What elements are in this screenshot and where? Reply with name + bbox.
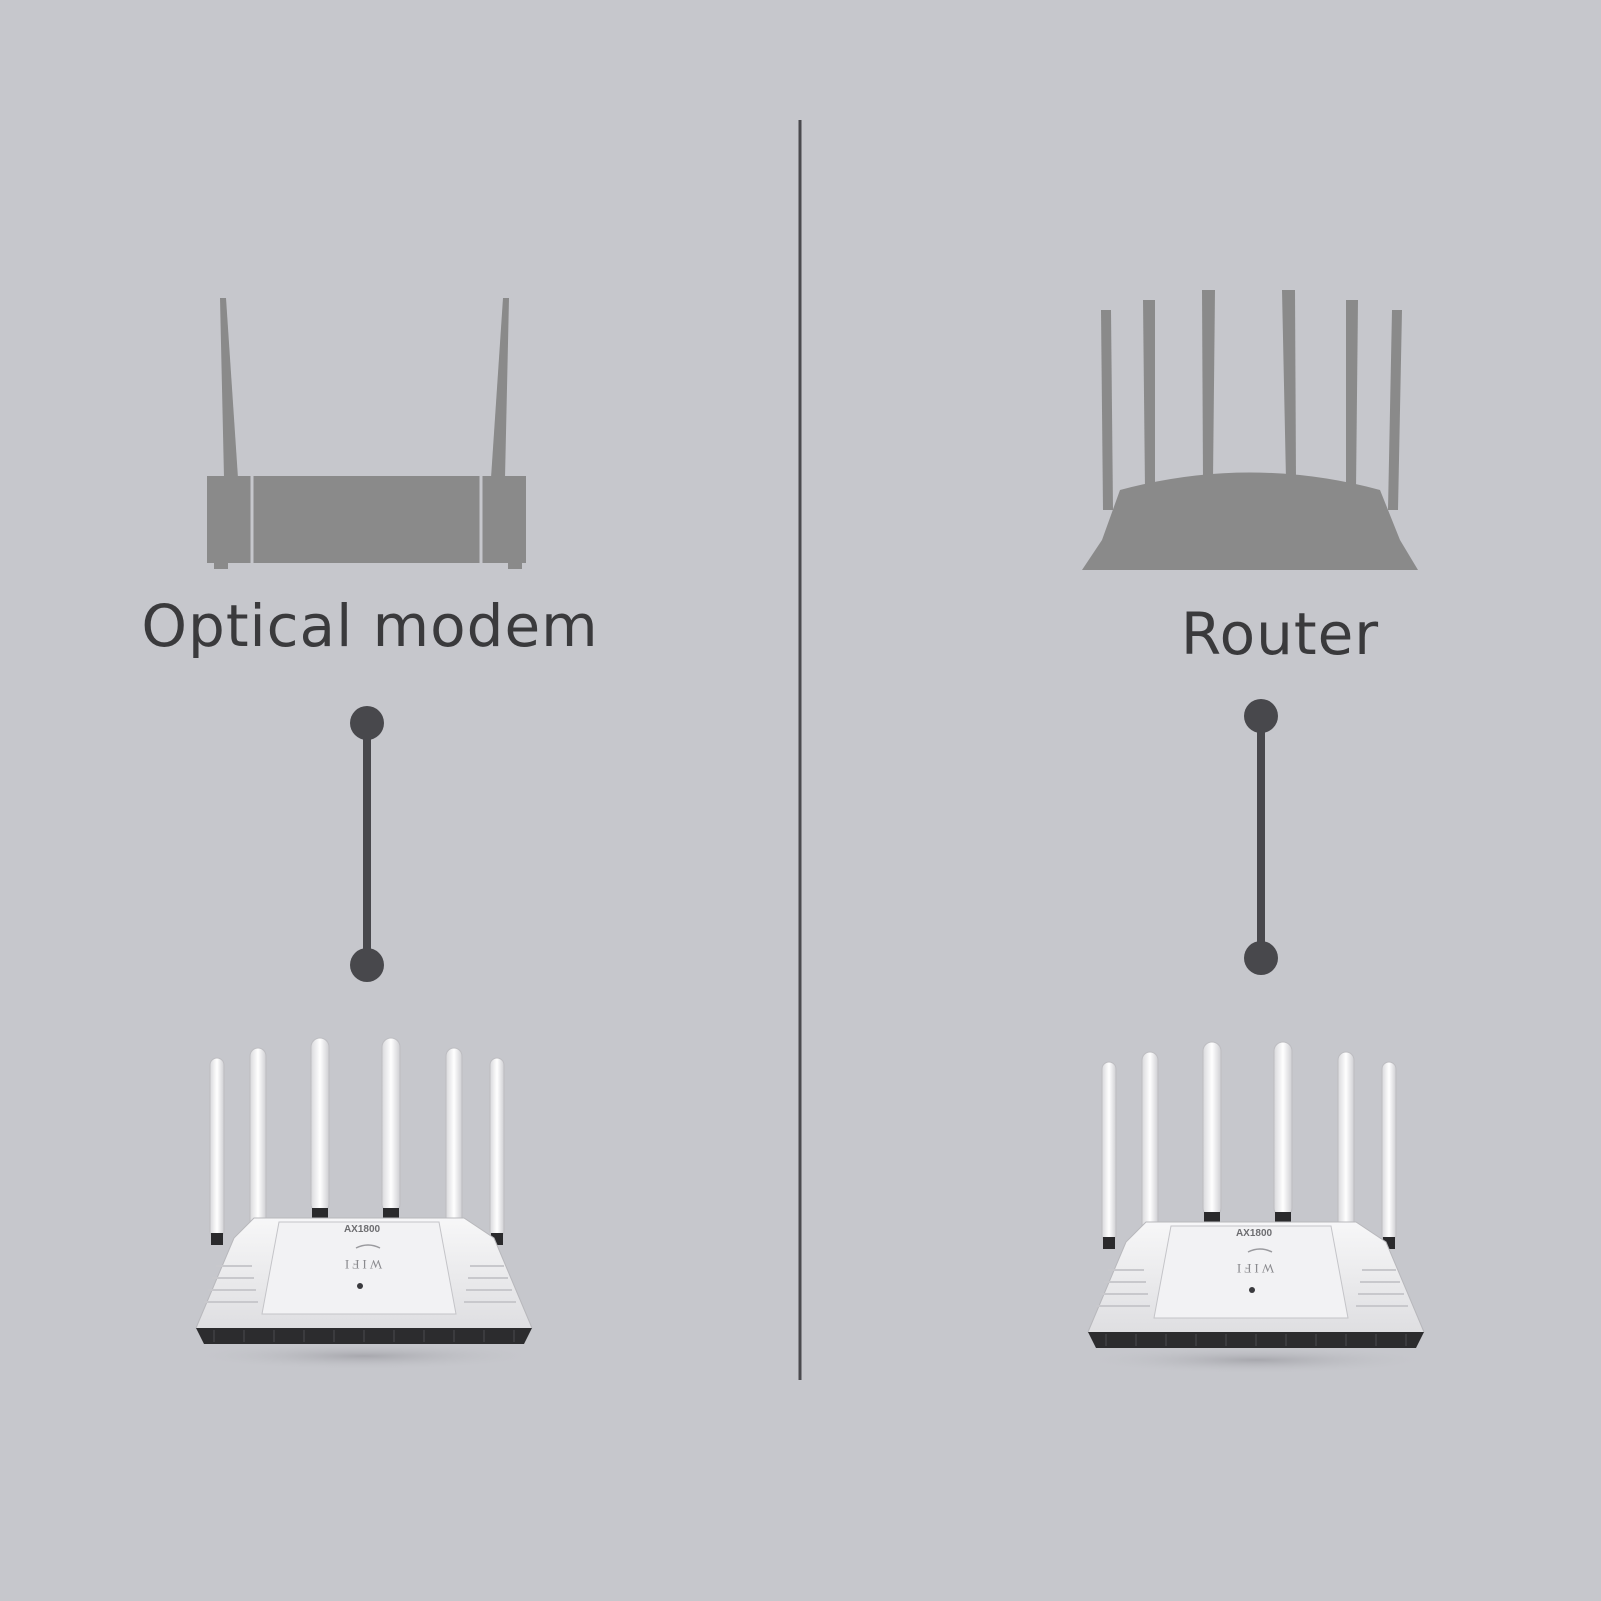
optical-modem-label: Optical modem	[141, 592, 599, 660]
connector-left	[350, 706, 384, 982]
wifi-router-product-right: AX1800 WIFI	[1080, 1041, 1432, 1375]
connector-right	[1244, 699, 1278, 975]
model-text-left: AX1800	[344, 1224, 381, 1235]
wifi-router-product-left: AX1800 WIFI	[188, 1037, 540, 1371]
router-label: Router	[1180, 600, 1380, 668]
router-icon	[1082, 290, 1418, 570]
optical-modem-icon	[207, 298, 526, 569]
model-text-right: AX1800	[1236, 1228, 1273, 1239]
brand-text-left: WIFI	[342, 1257, 382, 1272]
brand-text-right: WIFI	[1234, 1261, 1274, 1276]
